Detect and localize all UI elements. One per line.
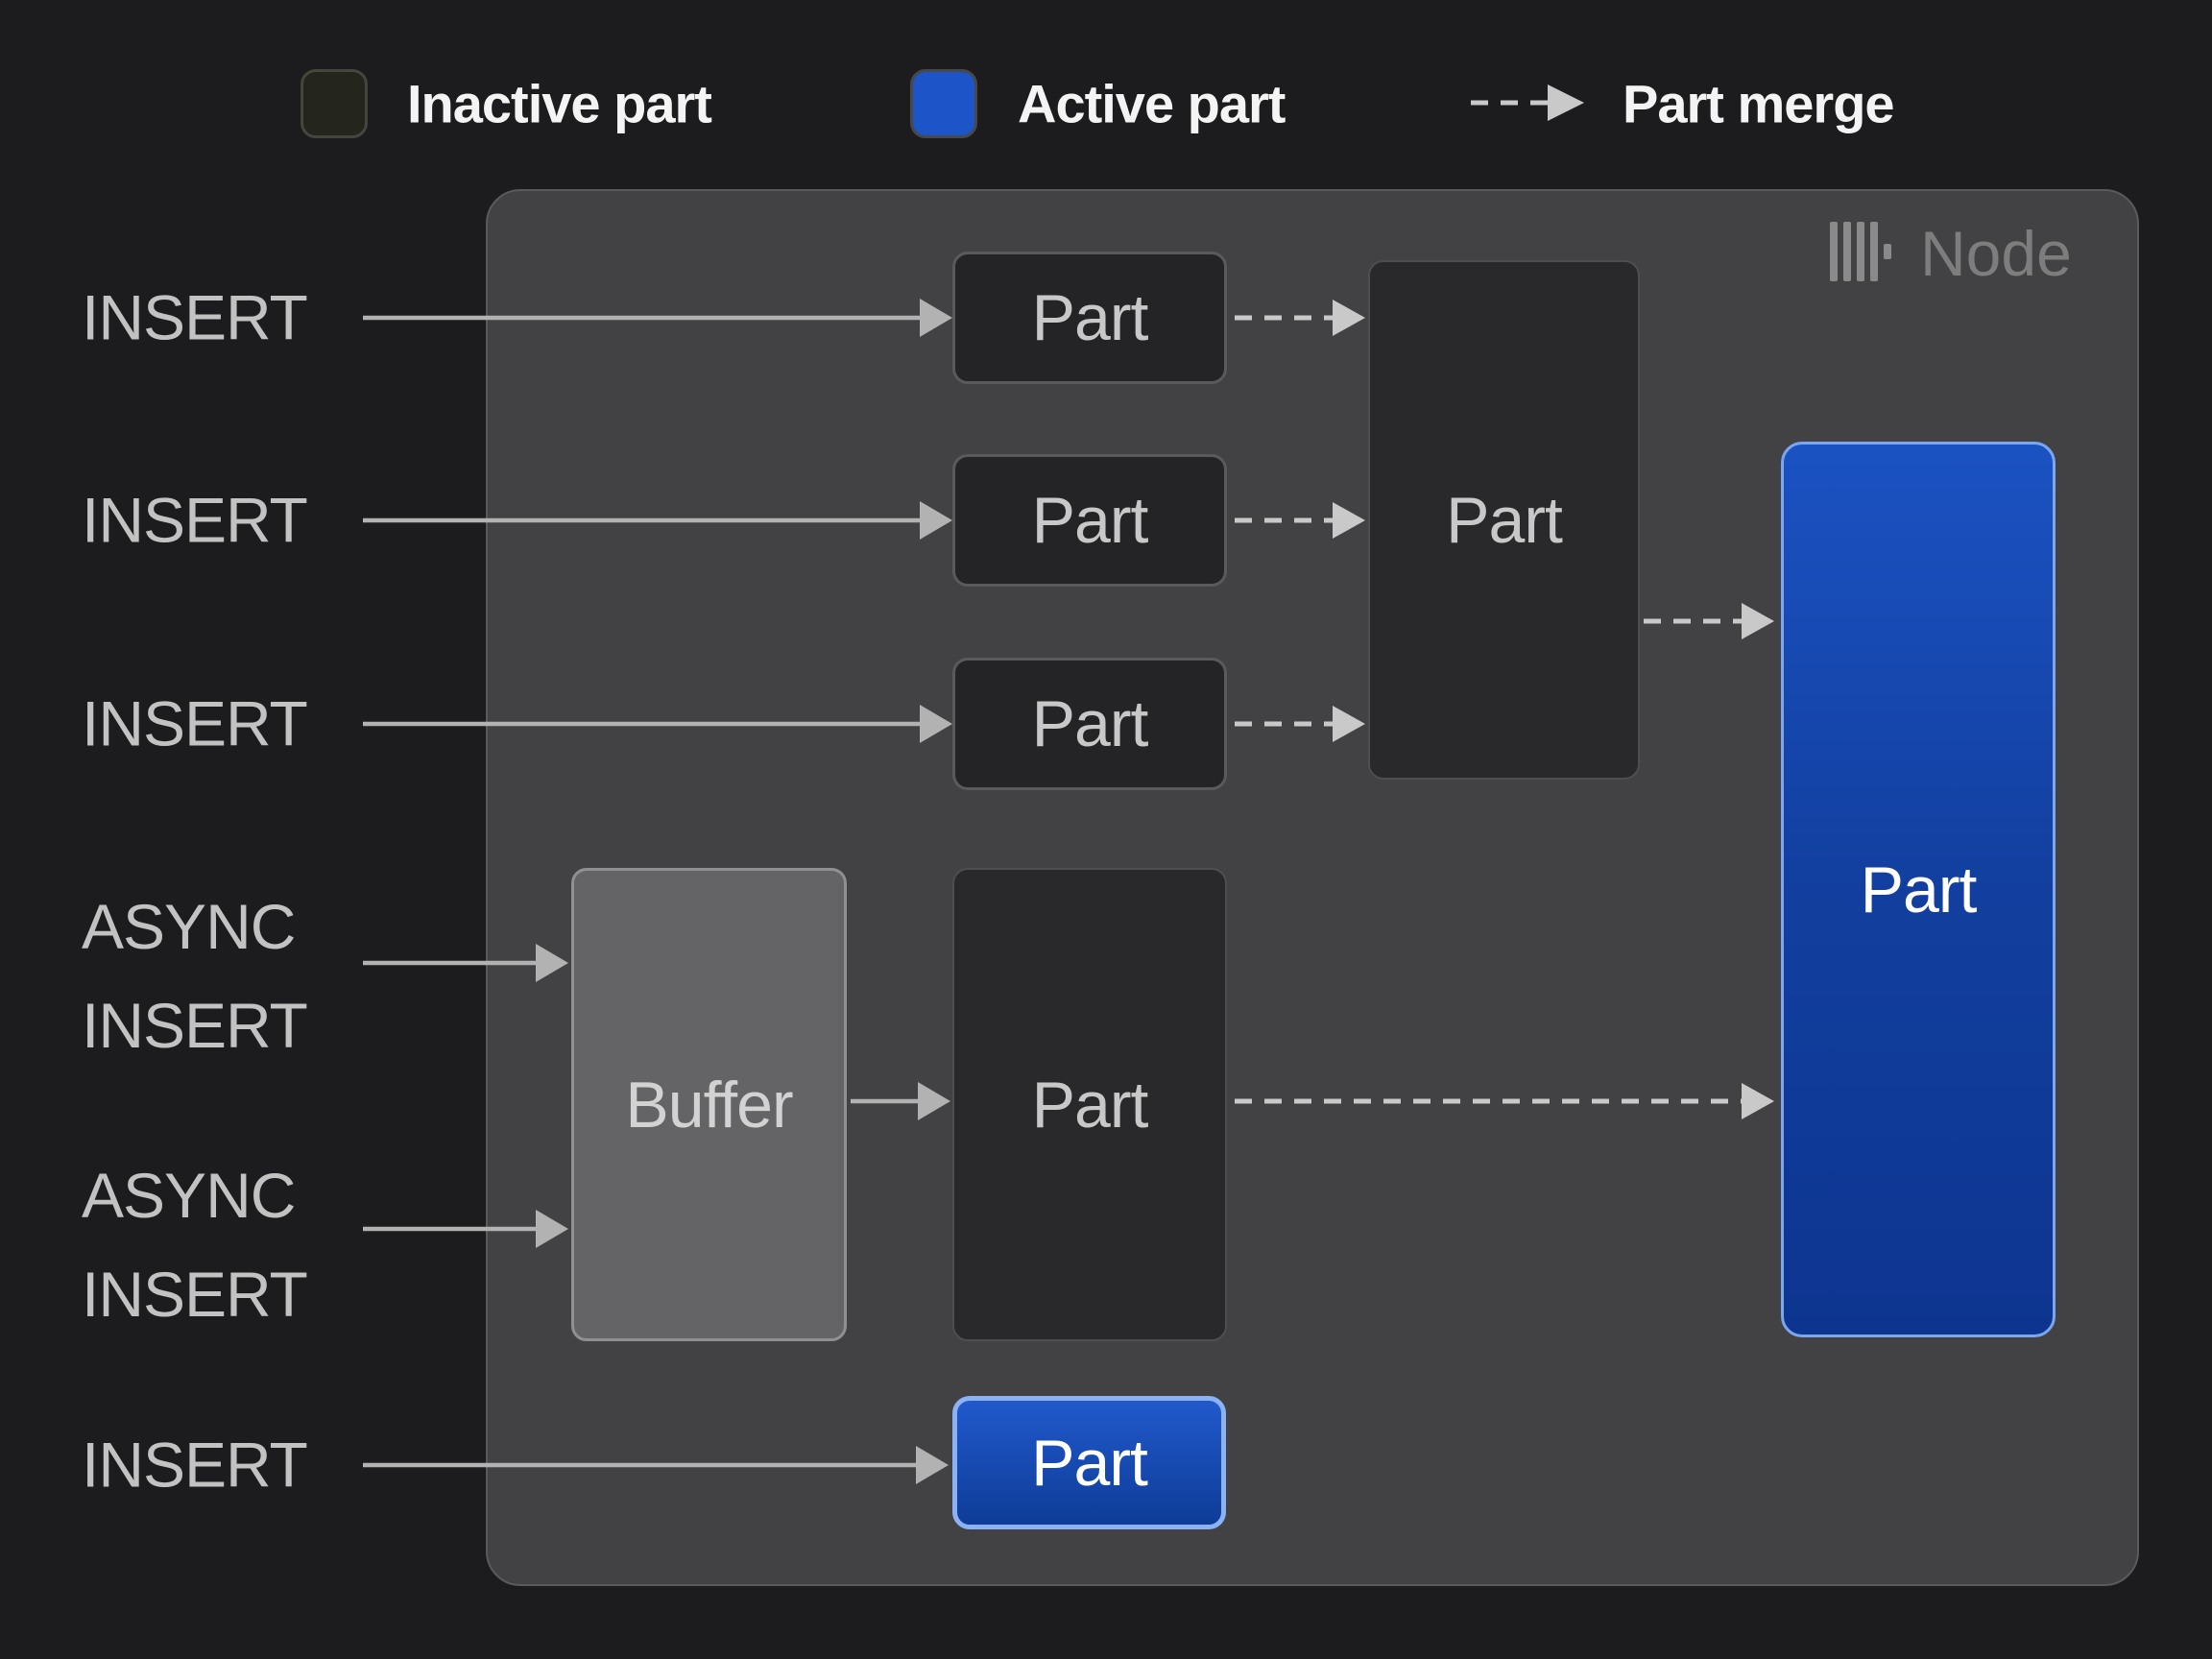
async-insert-label-2-line2: INSERT	[82, 1259, 308, 1330]
active-part-box-large: Part	[1781, 442, 2056, 1337]
buffer-box: Buffer	[571, 868, 847, 1341]
clickhouse-bars-icon	[1830, 222, 1891, 281]
legend-part-merge-arrow-icon	[1471, 84, 1584, 121]
inactive-part-box-3: Part	[952, 658, 1227, 790]
merged-part-box-label: Part	[1446, 483, 1563, 557]
legend-active-part-swatch	[910, 69, 977, 138]
inactive-part-box-2: Part	[952, 454, 1227, 587]
legend-part-merge-label: Part merge	[1623, 73, 1895, 134]
inactive-part-box-2-label: Part	[1031, 484, 1149, 557]
legend-active-part-label: Active part	[1018, 73, 1286, 134]
async-insert-label-1-line1: ASYNC	[82, 891, 296, 962]
node-title: Node	[1920, 218, 2072, 289]
async-insert-label-1-line2: INSERT	[82, 990, 308, 1061]
insert-label-1: INSERT	[82, 281, 308, 353]
insert-label-4: INSERT	[82, 1429, 308, 1501]
inactive-part-box-1: Part	[952, 252, 1227, 384]
buffered-part-box: Part	[952, 868, 1227, 1341]
async-insert-label-2-line1: ASYNC	[82, 1160, 296, 1231]
active-part-box-small: Part	[952, 1396, 1226, 1529]
buffer-box-label: Buffer	[625, 1068, 793, 1142]
async-insert-label-1: ASYNC INSERT	[82, 878, 308, 1075]
active-part-box-large-label: Part	[1860, 853, 1978, 926]
legend-inactive-part-label: Inactive part	[407, 73, 712, 134]
inactive-part-box-1-label: Part	[1031, 281, 1149, 354]
insert-label-2: INSERT	[82, 484, 308, 556]
insert-label-3: INSERT	[82, 687, 308, 759]
legend-inactive-part-swatch	[301, 69, 368, 138]
inactive-part-box-3-label: Part	[1031, 687, 1149, 760]
active-part-box-small-label: Part	[1031, 1426, 1148, 1500]
merged-part-box: Part	[1368, 260, 1640, 780]
async-insert-label-2: ASYNC INSERT	[82, 1146, 308, 1344]
buffered-part-box-label: Part	[1031, 1068, 1149, 1142]
